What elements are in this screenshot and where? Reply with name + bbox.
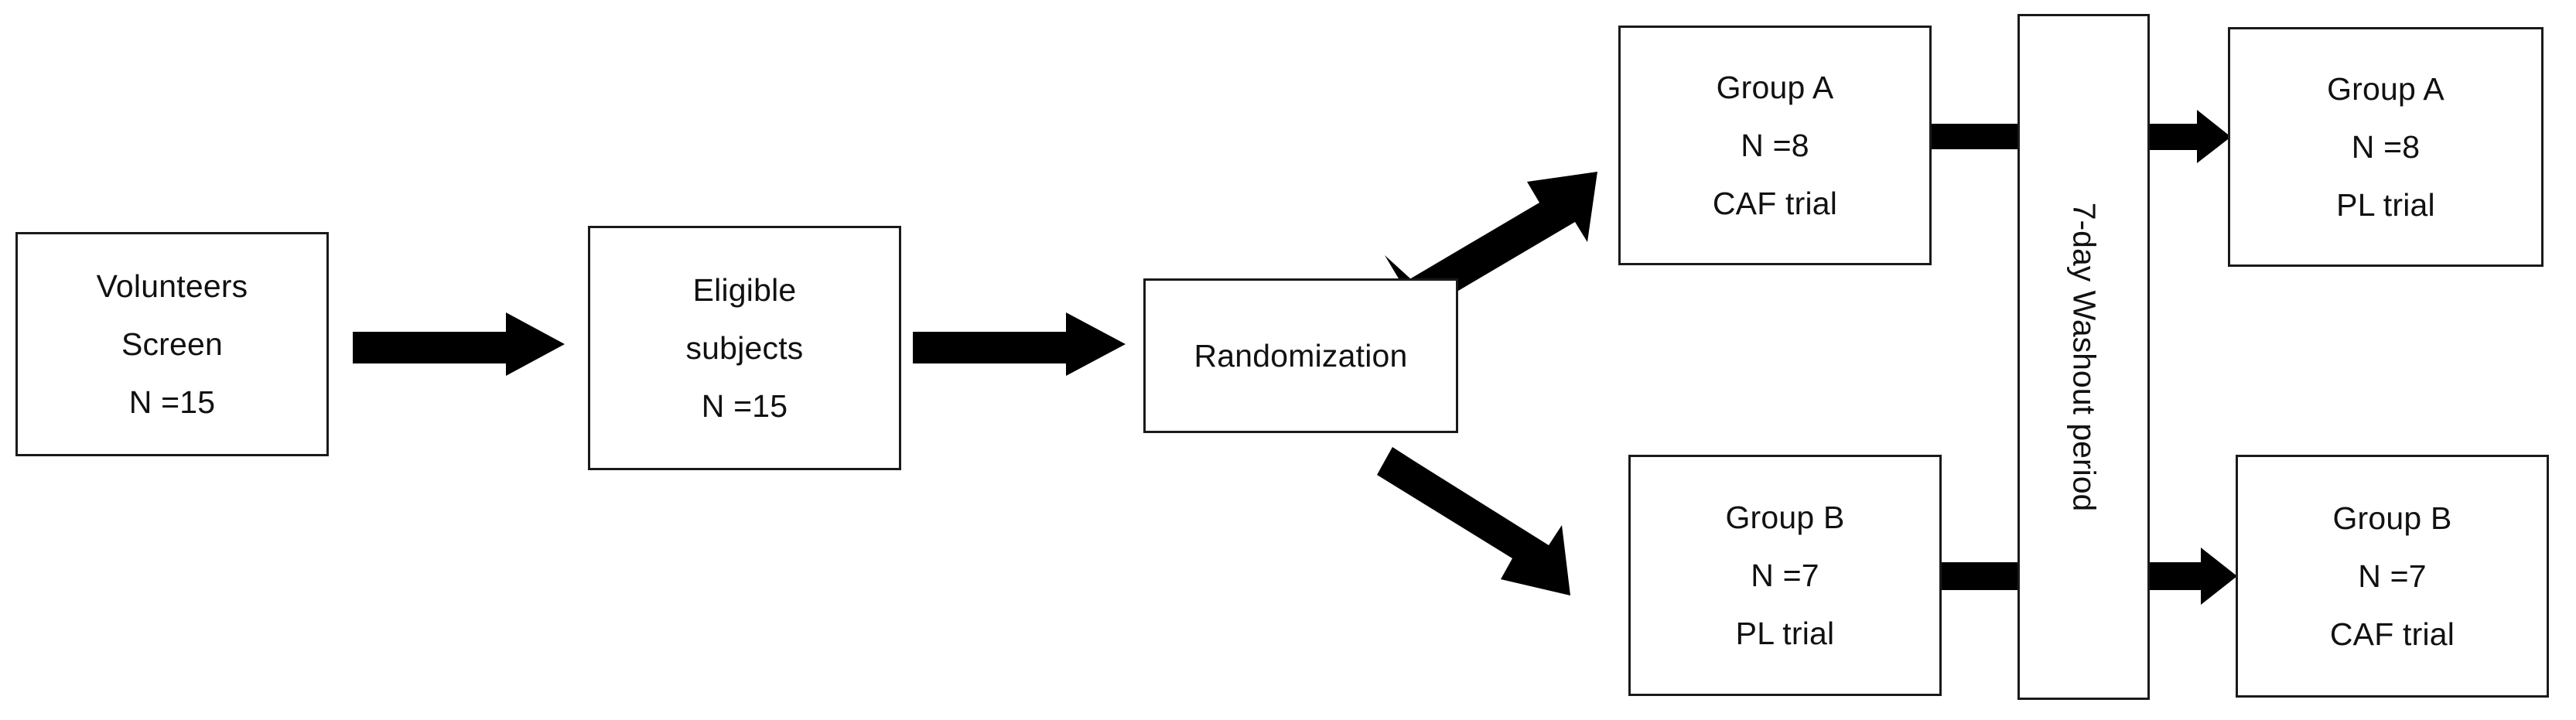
node-group-b-caf-trial: Group B N =7 CAF trial xyxy=(2236,455,2549,698)
right-arrow-icon-volunteers-to-eligible xyxy=(353,312,565,376)
node-line: N =8 xyxy=(1741,127,1809,163)
node-line: Group B xyxy=(2332,500,2452,536)
node-line: PL trial xyxy=(1735,615,1835,651)
node-line: Group A xyxy=(2327,70,2444,107)
node-line: CAF trial xyxy=(2329,616,2455,652)
node-volunteers-screen: Volunteers Screen N =15 xyxy=(15,232,329,456)
node-line: N =7 xyxy=(1751,557,1819,593)
right-arrow-icon-eligible-to-randomization xyxy=(913,312,1126,376)
connector-bar-icon-group-a-to-washout xyxy=(1932,124,2019,149)
node-eligible-subjects: Eligible subjects N =15 xyxy=(588,226,901,470)
node-line: N =7 xyxy=(2358,558,2427,594)
node-washout-period: 7-day Washout period xyxy=(2017,14,2150,700)
node-line: CAF trial xyxy=(1712,185,1838,221)
node-line: Group B xyxy=(1725,499,1845,535)
diagonal-down-right-arrow-icon-randomization-to-group-b xyxy=(1377,447,1570,595)
right-arrow-icon-washout-to-group-b-caf xyxy=(2150,548,2237,605)
node-line: N =15 xyxy=(128,384,216,420)
node-line: N =8 xyxy=(2351,128,2421,165)
node-line: Screen xyxy=(121,326,224,362)
node-line: Volunteers xyxy=(96,268,248,304)
node-line: Randomization xyxy=(1194,337,1408,374)
node-line: Eligible xyxy=(692,271,797,308)
node-line: Group A xyxy=(1716,69,1834,105)
node-randomization: Randomization xyxy=(1143,278,1458,433)
right-arrow-icon-washout-to-group-a-pl xyxy=(2150,110,2231,163)
node-group-b-pl-trial: Group B N =7 PL trial xyxy=(1628,455,1942,696)
node-line: N =15 xyxy=(701,387,788,424)
connector-bar-icon-group-b-to-washout xyxy=(1942,562,2019,590)
washout-label: 7-day Washout period xyxy=(2066,202,2102,512)
node-line: subjects xyxy=(685,329,804,366)
node-line: PL trial xyxy=(2336,186,2435,223)
node-group-a-caf-trial: Group A N =8 CAF trial xyxy=(1618,26,1932,265)
node-group-a-pl-trial: Group A N =8 PL trial xyxy=(2228,27,2544,267)
